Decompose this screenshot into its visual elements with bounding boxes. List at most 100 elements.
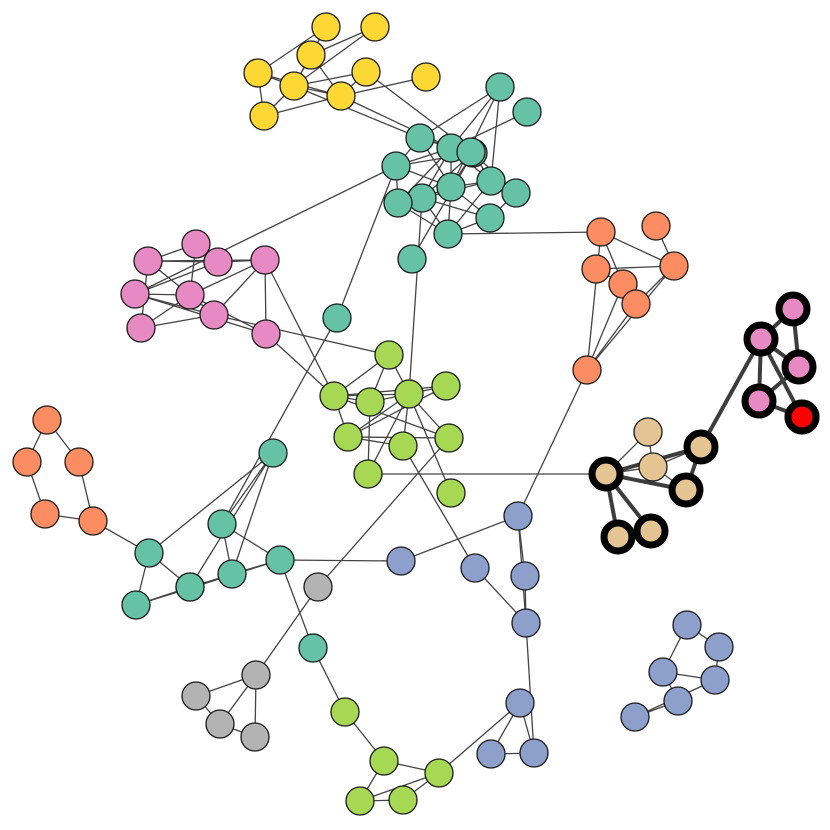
graph-node: [249, 101, 279, 131]
graph-node: [511, 608, 541, 638]
graph-node: [704, 632, 734, 662]
graph-edge: [134, 261, 219, 295]
graph-node: [64, 447, 94, 477]
graph-node: [279, 71, 309, 101]
graph-node: [175, 280, 205, 310]
graph-node: [424, 758, 454, 788]
graph-node: [503, 501, 533, 531]
graph-node: [501, 178, 531, 208]
graph-node: [240, 722, 270, 752]
graph-node: [326, 81, 356, 111]
graph-node: [303, 572, 333, 602]
graph-edge: [586, 283, 624, 371]
graph-node: [388, 431, 418, 461]
graph-node: [296, 40, 326, 70]
graph-edge: [419, 86, 501, 139]
graph-edge: [517, 369, 588, 517]
graph-node: [360, 12, 390, 42]
graph-node: [355, 387, 385, 417]
graph-edge: [438, 702, 521, 774]
graph-edge: [265, 333, 335, 397]
graph-node: [134, 538, 164, 568]
graph-node: [700, 665, 730, 695]
graph-node: [121, 590, 151, 620]
graph-node: [781, 349, 817, 385]
graph-node: [311, 12, 341, 42]
graph-node: [741, 383, 777, 419]
graph-node: [241, 660, 271, 690]
graph-edge: [264, 259, 335, 397]
graph-node: [672, 610, 702, 640]
graph-node: [181, 229, 211, 259]
graph-edge: [400, 515, 519, 562]
graph-edge: [411, 152, 474, 260]
graph-node: [175, 572, 205, 602]
graph-node: [431, 371, 461, 401]
graph-node: [333, 422, 363, 452]
graph-node: [485, 72, 515, 102]
graph-edge: [402, 445, 476, 569]
graph-node: [405, 123, 435, 153]
graph-node: [476, 166, 506, 196]
graph-node: [433, 219, 463, 249]
graph-node: [641, 211, 671, 241]
graph-edge: [490, 86, 501, 182]
graph-edge: [317, 437, 450, 588]
graph-edge: [279, 559, 402, 562]
graph-node: [353, 459, 383, 489]
graph-node: [12, 447, 42, 477]
graph-node: [369, 746, 399, 776]
graph-node: [386, 546, 416, 576]
graph-edge: [213, 314, 390, 356]
graph-node: [456, 137, 486, 167]
graph-node: [319, 381, 349, 411]
graph-node: [743, 321, 779, 357]
graph-edge: [333, 385, 447, 397]
graph-node: [330, 697, 360, 727]
graph-node: [322, 303, 352, 333]
graph-node: [345, 786, 375, 816]
graph-node: [460, 553, 490, 583]
graph-node: [388, 785, 418, 815]
graph-edge: [347, 385, 447, 438]
graph-node: [683, 429, 719, 465]
graph-node: [620, 702, 650, 732]
graph-nodes: [12, 12, 820, 816]
graph-node: [265, 545, 295, 575]
graph-node: [436, 172, 466, 202]
graph-node: [258, 438, 288, 468]
graph-node: [351, 57, 381, 87]
graph-node: [648, 657, 678, 687]
graph-edge: [586, 231, 602, 371]
graph-node: [78, 506, 108, 536]
graph-node: [243, 58, 273, 88]
graph-edge: [447, 231, 602, 235]
graph-node: [775, 291, 811, 327]
graph-node: [383, 188, 413, 218]
graph-node: [663, 686, 693, 716]
graph-node: [120, 279, 150, 309]
graph-edge: [525, 622, 535, 754]
graph-edge: [340, 95, 452, 149]
graph-node: [203, 247, 233, 277]
graph-node: [586, 217, 616, 247]
graph-node: [207, 509, 237, 539]
graph-node: [572, 355, 602, 385]
graph-edge: [336, 165, 397, 319]
graph-node: [512, 97, 542, 127]
graph-node: [181, 681, 211, 711]
graph-edge: [293, 85, 421, 139]
graph-node: [436, 478, 466, 508]
graph-node: [32, 405, 62, 435]
graph-node: [381, 151, 411, 181]
graph-node: [659, 251, 689, 281]
graph-node: [581, 254, 611, 284]
graph-edge: [293, 26, 376, 87]
graph-node: [250, 245, 280, 275]
graph-node: [588, 456, 624, 492]
graph-node: [407, 183, 437, 213]
graph-node: [476, 739, 506, 769]
graph-node: [394, 379, 424, 409]
graph-node: [600, 519, 636, 555]
graph-node: [434, 423, 464, 453]
